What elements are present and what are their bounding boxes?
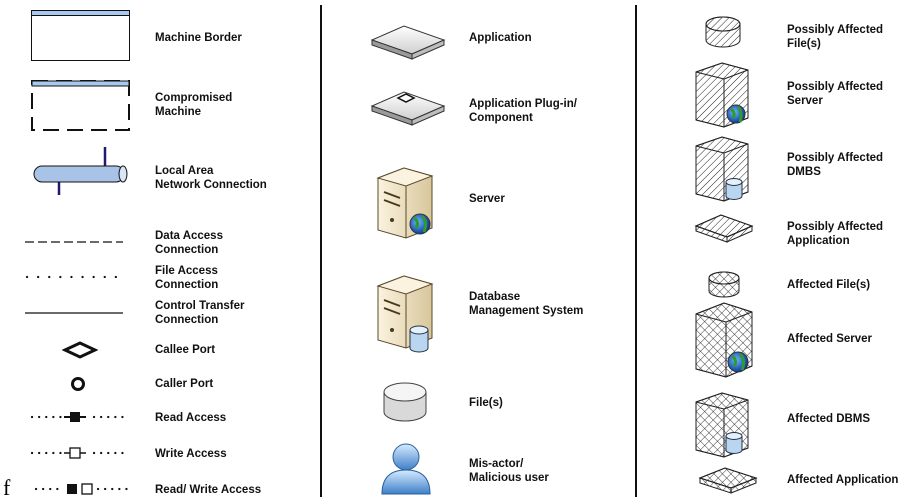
affected-application-icon <box>698 467 758 494</box>
compromised-machine-icon <box>31 80 130 131</box>
possibly-affected-file-icon <box>705 16 741 48</box>
read-write-access-icon <box>34 483 130 495</box>
machine-border-icon <box>31 10 130 61</box>
legend-label: Affected DBMS <box>787 413 871 425</box>
server-icon <box>376 167 434 239</box>
application-icon <box>370 25 446 60</box>
column-divider <box>320 5 322 497</box>
file-access-line-icon <box>25 275 125 279</box>
legend-label: Local Area Network Connection <box>155 165 267 191</box>
legend-label: Affected Server <box>787 333 873 345</box>
legend-label: Write Access <box>155 448 227 460</box>
caller-port-icon <box>71 377 85 391</box>
lan-connection-icon <box>33 147 128 195</box>
file-icon <box>383 382 427 422</box>
legend-label: Read/ Write Access <box>155 484 262 496</box>
control-transfer-line-icon <box>25 312 123 314</box>
legend-label: Control Transfer Connection <box>155 300 245 326</box>
legend-label: Callee Port <box>155 344 216 356</box>
read-access-icon <box>30 412 130 422</box>
legend-label: Server <box>469 193 505 205</box>
legend-label: Read Access <box>155 412 227 424</box>
callee-port-icon <box>62 341 98 359</box>
legend-label: Possibly Affected File(s) <box>787 24 884 50</box>
legend-label: Application <box>469 32 532 44</box>
legend-label: File(s) <box>469 397 503 409</box>
legend-label: Database Management System <box>469 291 584 317</box>
legend-label: File Access Connection <box>155 265 219 291</box>
column-divider <box>635 5 637 497</box>
legend-label: Possibly Affected Server <box>787 81 884 107</box>
stray-character: f <box>3 475 11 500</box>
write-access-icon <box>30 447 130 459</box>
data-access-line-icon <box>25 241 123 243</box>
legend-label: Machine Border <box>155 32 242 44</box>
affected-dbms-icon <box>695 392 749 458</box>
mis-actor-icon <box>381 443 431 495</box>
legend-label: Affected File(s) <box>787 279 871 291</box>
legend-label: Compromised Machine <box>155 92 233 118</box>
legend-label: Possibly Affected DMBS <box>787 152 884 178</box>
affected-server-icon <box>695 302 753 378</box>
legend-label: Data Access Connection <box>155 230 223 256</box>
application-plugin-icon <box>370 91 446 126</box>
possibly-affected-server-icon <box>695 62 749 128</box>
dbms-icon <box>376 275 434 353</box>
legend-label: Application Plug-in/ Component <box>469 98 577 124</box>
affected-file-icon <box>708 271 740 298</box>
legend-label: Possibly Affected Application <box>787 221 884 247</box>
possibly-affected-dbms-icon <box>695 136 749 202</box>
legend-label: Affected Application <box>787 474 899 486</box>
legend-label: Caller Port <box>155 378 214 390</box>
possibly-affected-application-icon <box>694 214 754 243</box>
legend-label: Mis-actor/ Malicious user <box>469 458 549 484</box>
